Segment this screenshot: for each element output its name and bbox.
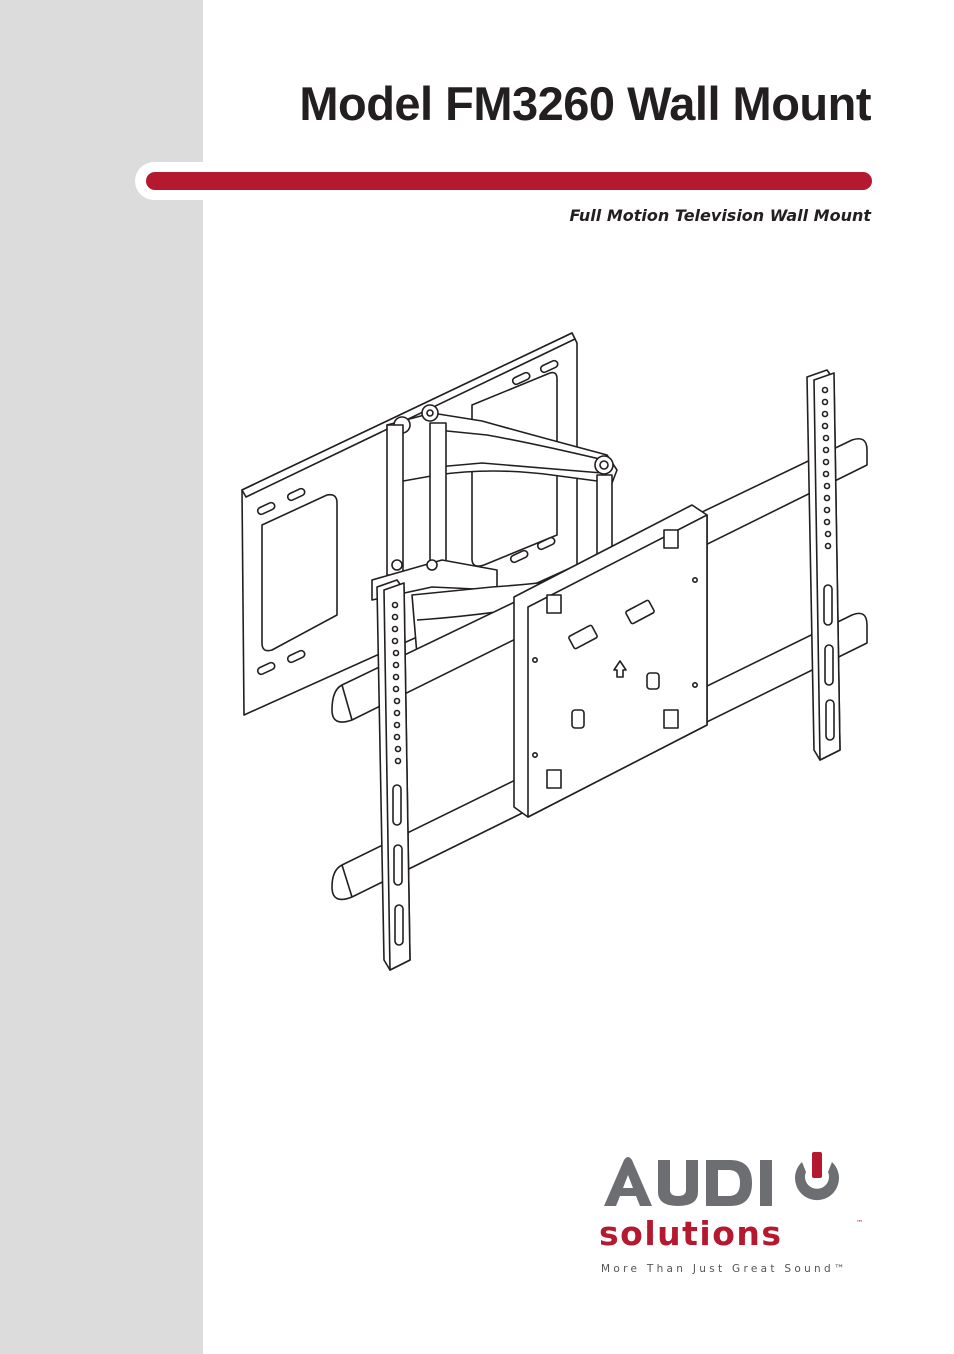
logo-tagline: More Than Just Great Sound™: [601, 1263, 848, 1275]
side-band: [0, 0, 203, 1354]
left-tv-strap: [376, 579, 411, 971]
brand-logo: solutions ™ More Than Just Great Sound™: [598, 1150, 878, 1280]
logo-solutions-text: solutions: [599, 1214, 783, 1253]
tv-wall-mount-drawing-icon: [241, 332, 868, 971]
page-title: Model FM3260 Wall Mount: [299, 77, 871, 130]
power-icon: [812, 1152, 822, 1178]
accent-rule-bar: [146, 172, 872, 190]
right-tv-strap: [806, 369, 841, 761]
audio-wordmark: [604, 1152, 839, 1206]
page-subtitle: Full Motion Television Wall Mount: [569, 206, 871, 225]
tv-bracket-plate: [513, 504, 708, 818]
accent-rule: [135, 162, 877, 200]
logo-trademark: ™: [856, 1219, 863, 1227]
